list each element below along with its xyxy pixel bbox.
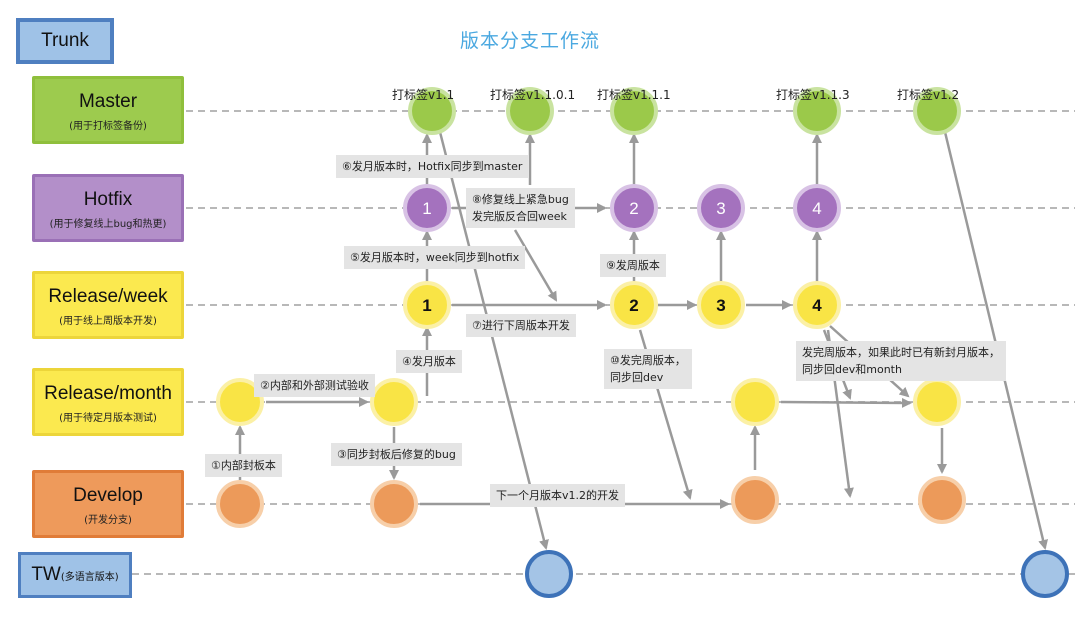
- master-node-v1.1.0.1: [506, 87, 554, 135]
- week-node-2-label: 2: [629, 296, 638, 315]
- note-12: 下一个月版本v1.2的开发: [490, 484, 626, 507]
- lane-sub-develop: (开发分支): [84, 515, 132, 526]
- lane-sub-week: (用于线上周版本开发): [59, 316, 157, 327]
- lane-name-week: Release/week: [48, 286, 168, 307]
- hotfix-node-1: [403, 184, 451, 232]
- lane-name-month: Release/month: [44, 383, 172, 404]
- week-node-1: [403, 281, 451, 329]
- week-node-4: [793, 281, 841, 329]
- note-4: ④发月版本: [396, 350, 462, 373]
- lane-sub-master: (用于打标签备份): [69, 121, 147, 132]
- month-node-4: [913, 378, 961, 426]
- trunk-label-box: Trunk: [16, 18, 114, 64]
- hotfix-node-3: [697, 184, 745, 232]
- note-12-text: 下一个月版本v1.2的开发: [496, 489, 620, 502]
- hotfix-node-2-label: 2: [629, 199, 638, 218]
- hotfix-nodes: 1 2 3 4: [403, 184, 841, 232]
- note-1-text: ①内部封板本: [211, 459, 276, 472]
- lane-box-week: Release/week (用于线上周版本开发): [32, 271, 184, 339]
- master-nodes: [408, 87, 961, 135]
- note-8: ⑧修复线上紧急bug 发完版反合回week: [466, 188, 575, 228]
- note-1: ①内部封板本: [205, 454, 282, 477]
- lane-sub-tw: (多语言版本): [60, 571, 119, 583]
- note-10-line1: ⑩发完周版本，: [610, 354, 686, 367]
- note-9-text: ⑨发周版本: [606, 259, 660, 272]
- lane-box-master: Master (用于打标签备份): [32, 76, 184, 144]
- lane-name-master: Master: [78, 91, 138, 112]
- arrow-master-to-tw-2: [943, 131, 1048, 550]
- lane-sub-hotfix: (用于修复线上bug和热更): [49, 219, 167, 230]
- arrow-month-mid-to-right: [780, 397, 912, 408]
- develop-nodes: [216, 476, 966, 528]
- month-node-2: [370, 378, 418, 426]
- master-node-v1.1.3: [793, 87, 841, 135]
- master-tag-v1.1: 打标签v1.1: [392, 88, 455, 102]
- note-10: ⑩发完周版本， 同步回dev: [604, 349, 692, 389]
- note-4-text: ④发月版本: [402, 355, 456, 368]
- hotfix-node-4-label: 4: [812, 199, 821, 218]
- hotfix-node-4: [793, 184, 841, 232]
- week-node-4-label: 4: [812, 296, 822, 315]
- lane-box-tw: TW (多语言版本): [18, 552, 132, 598]
- note-11-line1: 发完周版本，如果此时已有新封月版本，: [802, 346, 1000, 359]
- hotfix-node-3-label: 3: [716, 199, 725, 218]
- month-node-3: [731, 378, 779, 426]
- develop-node-3: [731, 476, 779, 524]
- week-node-1-label: 1: [422, 296, 431, 315]
- arrow-master-to-tw-1: [438, 131, 549, 550]
- note-6-text: ⑥发月版本时，Hotfix同步到master: [342, 160, 523, 173]
- develop-node-2: [370, 480, 418, 528]
- lane-box-month: Release/month (用于待定月版本测试): [32, 368, 184, 436]
- note-10-line2: 同步回dev: [610, 371, 664, 384]
- master-tag-v1.1.1: 打标签v1.1.1: [597, 88, 671, 102]
- master-tag-v1.1.0.1: 打标签v1.1.0.1: [490, 88, 576, 102]
- lane-box-develop: Develop (开发分支): [32, 470, 184, 538]
- tw-node-2: [1021, 550, 1069, 598]
- lane-name-hotfix: Hotfix: [83, 189, 133, 210]
- month-node-1: [216, 378, 264, 426]
- note-8-line1: ⑧修复线上紧急bug: [472, 193, 569, 206]
- lane-name-tw: TW: [31, 564, 61, 585]
- note-5-text: ⑤发月版本时，week同步到hotfix: [350, 251, 520, 264]
- note-3-text: ③同步封板后修复的bug: [337, 448, 456, 461]
- note-11-line2: 同步回dev和month: [802, 363, 902, 376]
- diagram-title: 版本分支工作流: [459, 30, 600, 52]
- week-node-3: [697, 281, 745, 329]
- master-node-v1.1: [408, 87, 456, 135]
- develop-node-4: [918, 476, 966, 524]
- hotfix-node-2: [610, 184, 658, 232]
- note-2: ②内部和外部测试验收: [254, 374, 375, 397]
- week-node-2: [610, 281, 658, 329]
- lane-sub-month: (用于待定月版本测试): [59, 413, 157, 424]
- tw-nodes: [525, 550, 1069, 598]
- note-3: ③同步封板后修复的bug: [331, 443, 462, 466]
- note-6: ⑥发月版本时，Hotfix同步到master: [336, 155, 529, 178]
- lane-box-hotfix: Hotfix (用于修复线上bug和热更): [32, 174, 184, 242]
- master-tag-v1.1.3: 打标签v1.1.3: [776, 88, 850, 102]
- note-8-line2: 发完版反合回week: [472, 210, 567, 223]
- note-5: ⑤发月版本时，week同步到hotfix: [344, 246, 526, 269]
- note-11: 发完周版本，如果此时已有新封月版本， 同步回dev和month: [796, 341, 1006, 381]
- lane-name-develop: Develop: [73, 485, 143, 506]
- arrow-hotfix-to-week-diag: [513, 229, 558, 302]
- master-tag-v1.2: 打标签v1.2: [897, 88, 960, 102]
- note-7-text: ⑦进行下周版本开发: [472, 319, 570, 332]
- week-nodes: 1 2 3 4: [403, 281, 841, 329]
- month-nodes: [216, 378, 961, 426]
- hotfix-node-1-label: 1: [422, 199, 431, 218]
- note-7: ⑦进行下周版本开发: [466, 314, 576, 337]
- trunk-label: Trunk: [41, 30, 89, 51]
- note-9: ⑨发周版本: [600, 254, 666, 277]
- week-node-3-label: 3: [716, 296, 725, 315]
- note-2-text: ②内部和外部测试验收: [260, 379, 369, 392]
- tw-node-1: [525, 550, 573, 598]
- master-node-v1.2: [913, 87, 961, 135]
- master-node-v1.1.1: [610, 87, 658, 135]
- develop-node-1: [216, 480, 264, 528]
